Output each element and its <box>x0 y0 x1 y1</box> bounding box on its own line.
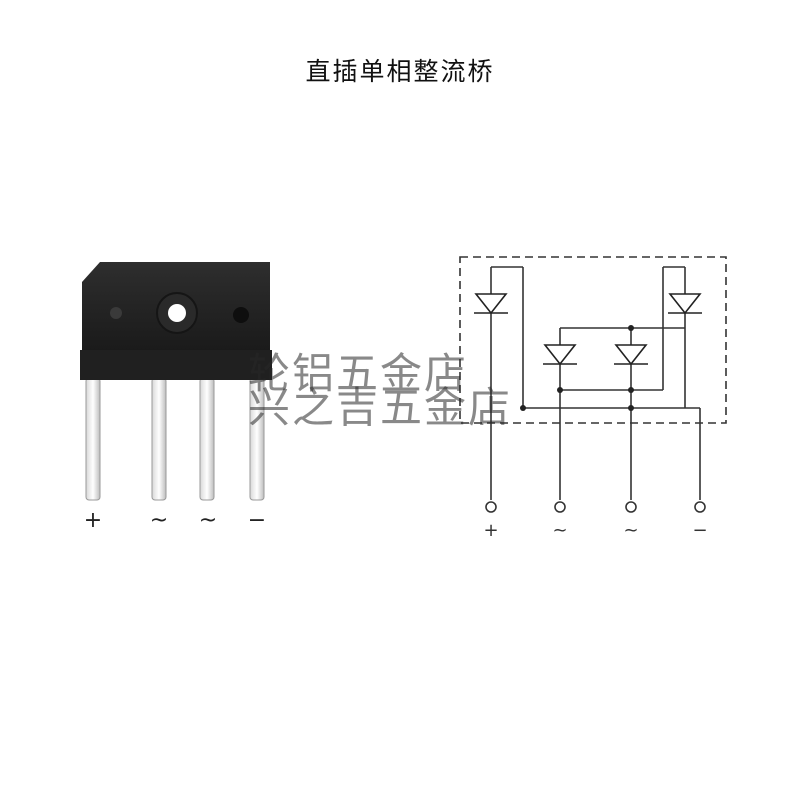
terminal-label-ac-1: ~ <box>552 520 568 541</box>
page-title: 直插单相整流桥 <box>305 57 495 86</box>
pin-label-ac-2: ~ <box>198 508 218 533</box>
component-pins <box>85 377 265 501</box>
terminal-label-minus: − <box>692 520 708 541</box>
pin-label-minus: − <box>247 508 267 533</box>
schematic-enclosure <box>459 256 727 424</box>
terminal-minus <box>694 501 706 513</box>
body-mark-right <box>233 307 249 323</box>
component-base <box>80 350 272 380</box>
junction-dots <box>520 325 634 411</box>
diode-4 <box>668 293 702 315</box>
pin-label-plus: + <box>83 508 103 533</box>
terminal-ac-1 <box>554 501 566 513</box>
diode-3 <box>614 344 648 366</box>
body-mark-left <box>110 307 122 319</box>
schematic-terminals <box>485 501 706 513</box>
schematic-diodes <box>474 293 702 366</box>
terminal-label-ac-2: ~ <box>623 520 639 541</box>
diode-2 <box>543 344 577 366</box>
terminal-ac-2 <box>625 501 637 513</box>
terminal-plus <box>485 501 497 513</box>
pin-label-ac-1: ~ <box>149 508 169 533</box>
terminal-label-plus: + <box>483 520 499 541</box>
diode-1 <box>474 293 508 315</box>
mounting-hole-center <box>168 304 186 322</box>
